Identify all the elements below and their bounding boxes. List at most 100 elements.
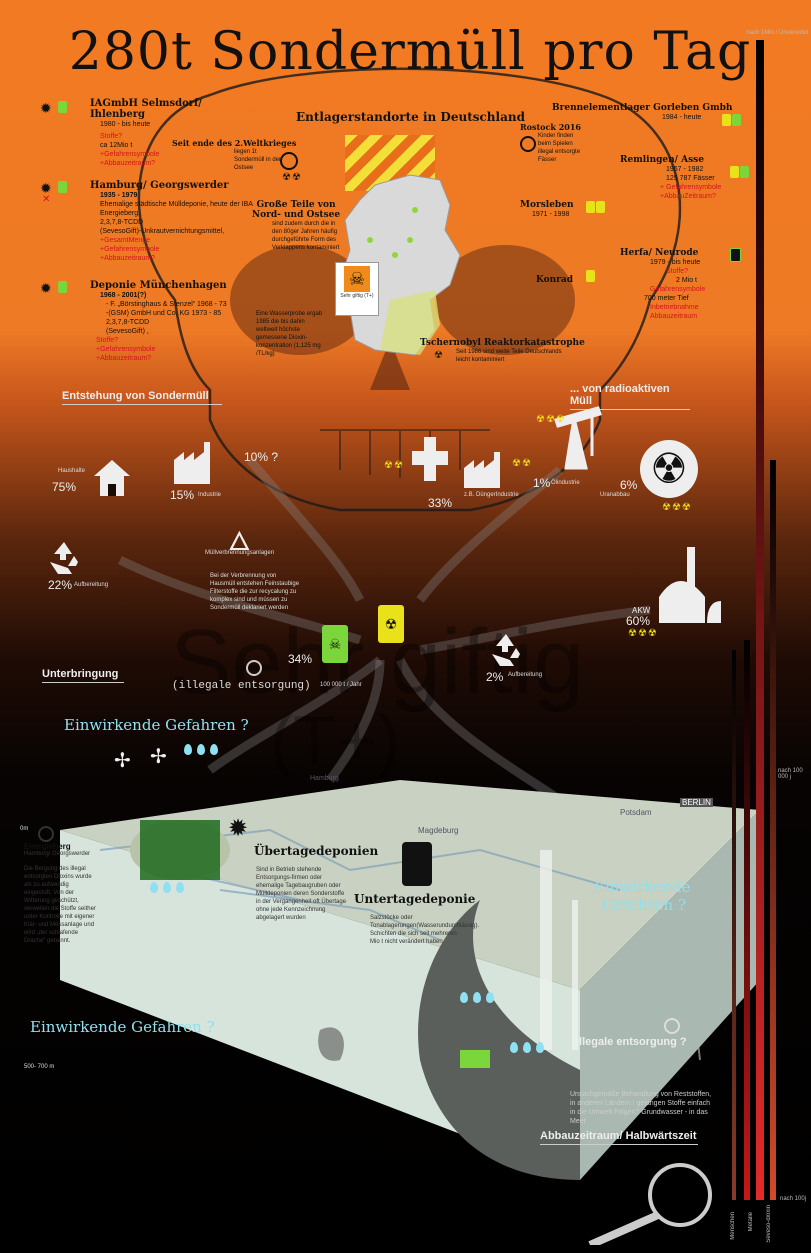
radiation-icons: ☢☢ xyxy=(282,172,302,183)
rostock-note: Rostock 2016 Kinder finden beim Spielen … xyxy=(520,122,600,164)
no-icon xyxy=(246,660,262,676)
illegal-pct: 34% xyxy=(288,652,313,666)
radiation-icons2: ☢☢ xyxy=(512,458,532,469)
factory-icon xyxy=(174,442,210,484)
eberg-sub: Hamburg/ Georgswerder xyxy=(24,851,91,857)
site-icons: ✹ xyxy=(40,180,68,198)
site-desc: Ehemalige städtische Mülldeponie, heute … xyxy=(100,201,253,217)
uber-desc: Sind in Betrieb stehende Entsorgungs-fir… xyxy=(256,867,347,921)
illegal2-title: illegale entsorgung ? xyxy=(576,1036,687,1048)
radiation-icons5: ☢☢☢ xyxy=(628,628,658,639)
site-amount: ca 12Mio t xyxy=(100,142,133,149)
morsleben-title: Morsleben xyxy=(520,200,574,210)
toxic-symbol-card: ☠ Sehr giftig (T+) xyxy=(335,262,379,316)
drops-2 xyxy=(150,880,189,898)
site-g: +Gefahrensymbole xyxy=(100,246,160,253)
site-herfa: Herfa/ Neurode 1979 - bis heute Stoffe? … xyxy=(620,248,760,321)
site-years: 1967 - 1982 xyxy=(666,166,704,173)
morsleben-years: 1971 - 1998 xyxy=(532,211,570,218)
barrel-stack-icon xyxy=(586,269,596,287)
site-icons: ✹ xyxy=(40,100,68,118)
underground-icon xyxy=(402,842,432,886)
barrel-stack-icon xyxy=(586,200,606,218)
site-g: Gefahrensymbole xyxy=(650,286,706,293)
site-i: Inbetriebnahme xyxy=(650,304,699,311)
unterbringung-label: Unterbringung xyxy=(42,668,124,683)
site-gorleben: Brennelementlager Gorleben Gmbh 1984 - h… xyxy=(552,103,752,126)
house-icon xyxy=(94,460,130,496)
site-name: Brennelementlager Gorleben Gmbh xyxy=(552,103,733,113)
tscherno-desc: Seit 1986 sind weite Teile Deutschlands … xyxy=(456,349,562,363)
scale-low: nach 100j xyxy=(780,1196,807,1202)
ww2-title: Seit ende des 2.Weltkrieges xyxy=(172,138,297,148)
oil-pump-icon xyxy=(554,406,602,470)
bar-menschen xyxy=(744,640,750,1200)
ww2-note: Seit ende des 2.Weltkrieges liegen 1t So… xyxy=(172,138,322,183)
sun-icon: ✹ xyxy=(40,180,52,196)
recycle-icon2 xyxy=(492,634,520,666)
windmill-icon: ✢ xyxy=(114,750,131,772)
terrain-block xyxy=(60,780,760,1180)
eberg-block: Energieberg Hamburg/ Georgswerder Die Be… xyxy=(24,826,98,945)
duenger-pct: 33% xyxy=(428,496,453,510)
abbau-title: Abbauzeitraum/ Halbwärtszeit xyxy=(540,1130,698,1145)
site-years: 1979 - bis heute xyxy=(650,259,701,266)
gefahren-2: Einwirkende Gefahren ? xyxy=(594,878,691,914)
aufb2-label: Aufbereitung xyxy=(508,672,543,678)
nordsee-note: Große Teile von Nord- und Ostsee sind zu… xyxy=(246,200,346,252)
site-m: +GesamtMenge xyxy=(100,237,150,244)
section-entstehung: Entstehung von Sondermüll xyxy=(62,390,222,405)
sun-barrel-icon: ✹ xyxy=(228,815,249,842)
factory2-icon xyxy=(464,452,500,488)
haushalte-pct: 75% xyxy=(52,480,77,494)
bar-label-seveso: Seveso-dioxin xyxy=(766,1205,772,1243)
akw-label: AKW xyxy=(632,606,651,615)
tscherno-title: Tschernobyl Reaktorkatastrophe xyxy=(420,338,585,348)
aufb1-pct: 22% xyxy=(48,578,73,592)
toxic-symbol-label: Sehr giftig (T+) xyxy=(340,293,374,299)
germany-map xyxy=(339,174,461,356)
site-name: Deponie Münchenhagen xyxy=(90,280,227,291)
water-sample: Eine Wasserprobe ergab 1985 die bis dahi… xyxy=(256,311,323,357)
magnifier-icon xyxy=(588,1163,712,1245)
windmill-icon2: ✢ xyxy=(150,746,167,768)
site-seveso: (SevesoGift) , xyxy=(106,328,149,335)
aufb2-pct: 2% xyxy=(486,670,504,684)
nuclear-plant-icon xyxy=(659,547,721,623)
site-years: 1935 - 1979 xyxy=(100,192,138,199)
uran-pct: 6% xyxy=(620,478,638,492)
site-gsm: -(GSM) GmbH und Co. KG 1973 - 85 xyxy=(106,310,222,317)
nordsee-desc: sind zudem durch die in den 80ger Jahren… xyxy=(272,221,340,251)
flame-icon: 🜂 xyxy=(228,526,251,556)
site-g: +Gefahrensymbole xyxy=(96,346,156,353)
unter-title: Untertagedeponie xyxy=(354,892,476,906)
map-city-magdeburg: Magdeburg xyxy=(418,826,459,835)
site-g: +Gefahrensymbole xyxy=(100,151,160,158)
eberg-title: Energieberg xyxy=(24,842,71,851)
site-name: Hamburg/ Georgswerder xyxy=(90,180,229,191)
drops-1 xyxy=(184,742,223,760)
depth-0: 0m xyxy=(20,826,29,832)
watermark-text: Sehr giftig xyxy=(170,611,585,713)
morsleben-note: Morsleben 1971 - 1998 xyxy=(520,200,620,219)
eberg-desc: Die Bergung des illegal entsorgten Dioxi… xyxy=(24,866,96,944)
no-icon xyxy=(280,152,298,170)
site-tcdd: 2,3,7,8-TCDD xyxy=(106,319,150,326)
site-seveso: (SevesoGift)-Unkrautvernichtungsmittel, xyxy=(100,228,225,235)
rostock-desc: Kinder finden beim Spielen illegal entso… xyxy=(538,133,581,163)
sun-icon: ✹ xyxy=(40,280,52,296)
cross-icon: ✕ xyxy=(42,194,51,205)
duenger-label: z.B. DüngerIndustrie xyxy=(464,492,519,498)
illegal-label: (illegale entsorgung) xyxy=(172,680,311,692)
barrel-icon xyxy=(57,101,67,113)
no-icon xyxy=(664,1018,680,1034)
site-name: Herfa/ Neurode xyxy=(620,248,699,258)
site-years: 1980 - bis heute xyxy=(100,121,151,128)
site-q: Stoffe? xyxy=(96,337,119,344)
tschernobyl-note: Tschernobyl Reaktorkatastrophe Seit 1986… xyxy=(420,338,620,364)
site-a: +Abbauzeitraum? xyxy=(100,160,156,167)
section-radioaktiv: ... von radioaktiven Müll xyxy=(570,383,690,410)
site-amount: 125 787 Fässer xyxy=(666,175,715,182)
medical-icon xyxy=(412,437,448,481)
bar-seveso xyxy=(770,460,776,1200)
